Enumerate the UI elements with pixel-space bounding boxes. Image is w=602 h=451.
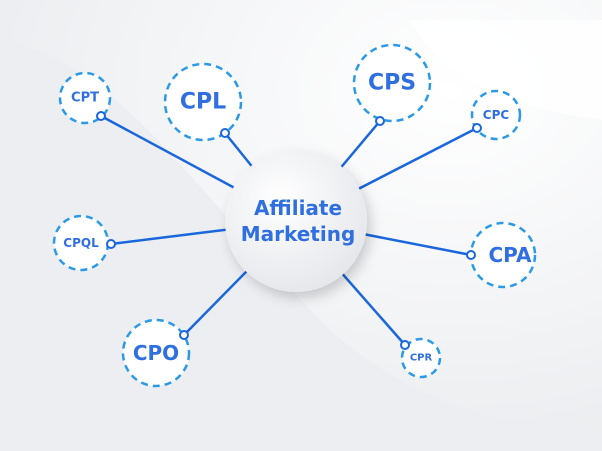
node-cpql: CPQL	[52, 214, 116, 272]
center-hub-circle	[225, 150, 367, 292]
node-cpt: CPT	[58, 71, 112, 125]
node-circle-cps	[352, 43, 432, 123]
node-label-cpl: CPL	[180, 90, 226, 115]
background-highlight	[410, 20, 602, 120]
node-cpl: CPL	[163, 62, 243, 142]
connector-dot-cps	[375, 116, 385, 126]
node-label-cpo: CPO	[133, 341, 179, 365]
connector-dot-cpc	[472, 123, 482, 133]
node-label-cpt: CPT	[71, 91, 99, 106]
node-circle-cpo	[121, 318, 191, 388]
connector-dot-cpt	[96, 111, 106, 121]
connector-dot-cpr	[400, 340, 410, 350]
node-label-cpc: CPC	[483, 108, 510, 122]
node-circle-cpl	[163, 62, 243, 142]
connector-dot-cpa	[466, 250, 476, 260]
node-label-cpql: CPQL	[63, 236, 99, 250]
node-circle-cpr	[400, 337, 442, 379]
node-cpa: CPA	[466, 221, 537, 289]
node-cpr: CPR	[400, 337, 442, 379]
connector-dot-cpql	[106, 239, 116, 249]
center-label-line2: Marketing	[241, 222, 356, 246]
connector-dot-cpo	[179, 330, 189, 340]
node-cpo: CPO	[121, 318, 191, 388]
node-cpc: CPC	[470, 89, 522, 141]
node-circle-cpc	[470, 89, 522, 141]
node-label-cpa: CPA	[489, 243, 533, 267]
node-label-cps: CPS	[368, 71, 416, 96]
node-label-cpr: CPR	[410, 353, 433, 364]
connector-dot-cpl	[220, 128, 230, 138]
center-label-line1: Affiliate	[254, 196, 342, 220]
center-hub: Affiliate Marketing	[225, 150, 367, 292]
node-cps: CPS	[352, 43, 432, 126]
node-circle-cpt	[58, 71, 112, 125]
